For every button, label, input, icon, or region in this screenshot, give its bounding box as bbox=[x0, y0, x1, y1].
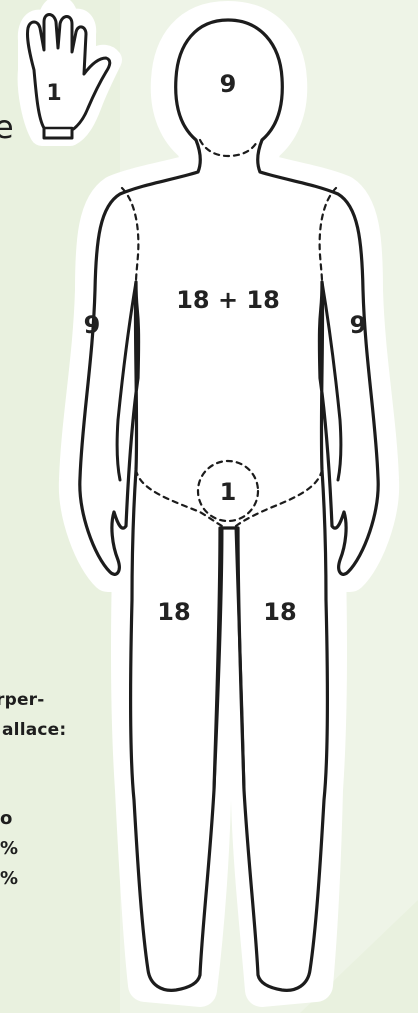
genital-label: 1 bbox=[220, 478, 237, 506]
right-arm-label: 9 bbox=[350, 311, 367, 339]
left-arm-label: 9 bbox=[84, 311, 101, 339]
side-text-fragment-2: rper- bbox=[0, 690, 45, 710]
hand-icon bbox=[27, 15, 109, 139]
side-text-fragment-5: % bbox=[0, 838, 18, 859]
hand-label: 1 bbox=[46, 81, 61, 106]
side-text-fragment-1: e bbox=[0, 108, 14, 146]
torso-label: 18 + 18 bbox=[176, 286, 280, 314]
side-text-fragment-4: o bbox=[0, 808, 13, 829]
head-label: 9 bbox=[220, 70, 237, 98]
side-text-fragment-6: % bbox=[0, 868, 18, 889]
right-leg-label: 18 bbox=[263, 598, 296, 626]
side-text-fragment-3: allace: bbox=[2, 720, 66, 740]
left-leg-label: 18 bbox=[157, 598, 190, 626]
